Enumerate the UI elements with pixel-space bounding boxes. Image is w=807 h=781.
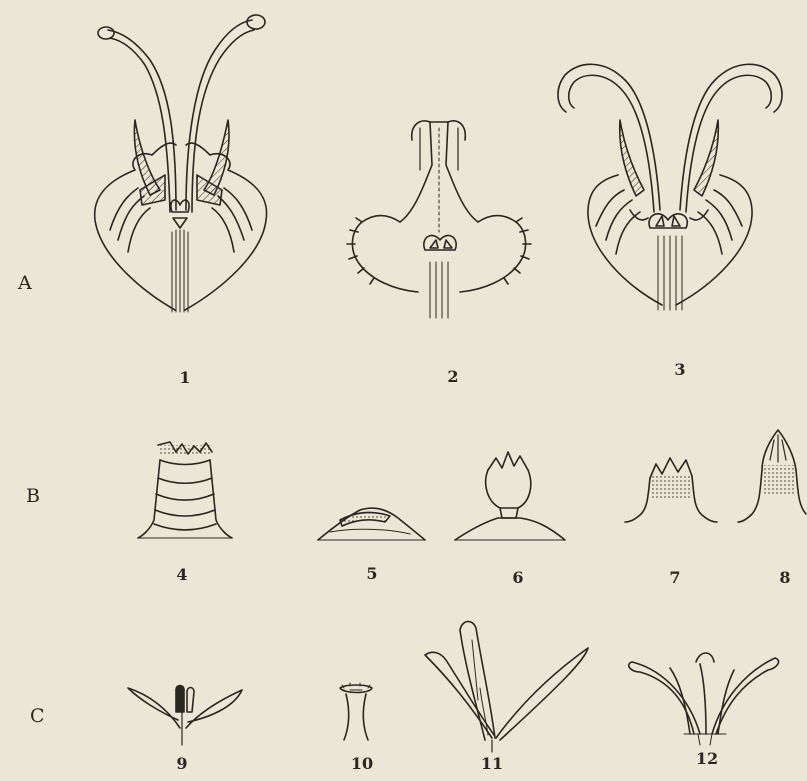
figure-4-number: 4 [176,567,187,583]
figure-5-number: 5 [366,566,377,582]
figure-6-drawing [455,452,565,540]
figure-3-number: 3 [674,362,685,378]
figure-6-number: 6 [512,570,523,586]
figure-8-drawing [738,430,806,522]
row-label-b: B [26,487,40,506]
figure-9-number: 9 [176,756,187,772]
figure-1-drawing [95,15,267,312]
figure-7-drawing [625,458,717,522]
figure-10-drawing [340,683,372,740]
figure-10-number: 10 [351,756,373,772]
figure-12-drawing [629,653,779,745]
figure-5-drawing [318,508,425,540]
figure-3-drawing [558,64,782,310]
figure-2-drawing [347,121,531,318]
figure-11-drawing [425,621,588,752]
figure-9-drawing [128,686,242,746]
row-label-a: A [18,274,32,293]
figure-11-number: 11 [481,756,503,772]
figure-12-number: 12 [696,751,718,767]
row-label-c: C [30,707,45,726]
figure-4-drawing [138,442,232,538]
figure-2-number: 2 [447,369,458,385]
figure-1-number: 1 [179,370,190,386]
figure-7-number: 7 [669,570,680,586]
figure-8-number: 8 [779,570,790,586]
